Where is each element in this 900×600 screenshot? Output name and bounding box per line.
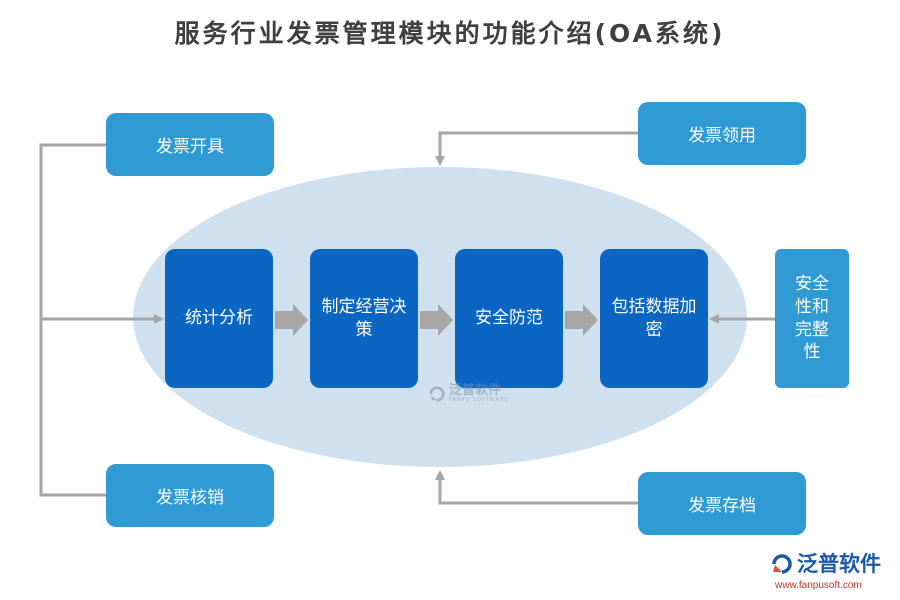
brand-logo-text: 泛普软件 xyxy=(797,551,881,576)
node-invoice-issue-label: 发票开具 xyxy=(156,137,224,157)
node-invoice-receive: 发票领用 xyxy=(638,102,806,165)
step-label: 统计分析 xyxy=(185,308,253,329)
step-security: 安全防范 xyxy=(455,249,563,388)
arrow-receive-to-ellipse xyxy=(435,131,638,166)
step-statistical-analysis: 统计分析 xyxy=(165,249,273,388)
node-invoice-receive-label: 发票领用 xyxy=(688,126,756,146)
step-label: 安全防范 xyxy=(475,308,543,329)
step-label: 包括数据加密 xyxy=(611,296,697,340)
node-invoice-cancel: 发票核销 xyxy=(106,464,274,527)
brand-logo-icon xyxy=(772,554,792,574)
watermark-logo-icon xyxy=(429,385,445,402)
node-invoice-archive: 发票存档 xyxy=(638,472,806,535)
step-data-encryption: 包括数据加密 xyxy=(600,249,708,388)
node-invoice-cancel-label: 发票核销 xyxy=(156,488,224,508)
watermark: 泛普软件 FANPU SOFTWARE xyxy=(428,384,509,403)
brand-url: www.fanpusoft.com xyxy=(775,580,862,591)
arrow-archive-to-ellipse xyxy=(435,470,638,505)
block-arrow-2 xyxy=(420,304,453,336)
step-label: 制定经营决策 xyxy=(321,296,407,340)
block-arrow-1 xyxy=(275,304,308,336)
node-security-integrity: 安全性和完整性 xyxy=(775,249,849,388)
watermark-text: 泛普软件 xyxy=(449,383,502,398)
node-invoice-issue: 发票开具 xyxy=(106,113,274,176)
node-invoice-archive-label: 发票存档 xyxy=(688,496,756,516)
diagram-title: 服务行业发票管理模块的功能介绍(OA系统) xyxy=(174,19,726,48)
node-security-integrity-label: 安全性和完整性 xyxy=(795,273,829,363)
step-business-decision: 制定经营决策 xyxy=(310,249,418,388)
block-arrow-3 xyxy=(565,304,598,336)
brand-logo: 泛普软件 xyxy=(770,552,881,576)
watermark-subtext: FANPU SOFTWARE xyxy=(449,397,509,403)
